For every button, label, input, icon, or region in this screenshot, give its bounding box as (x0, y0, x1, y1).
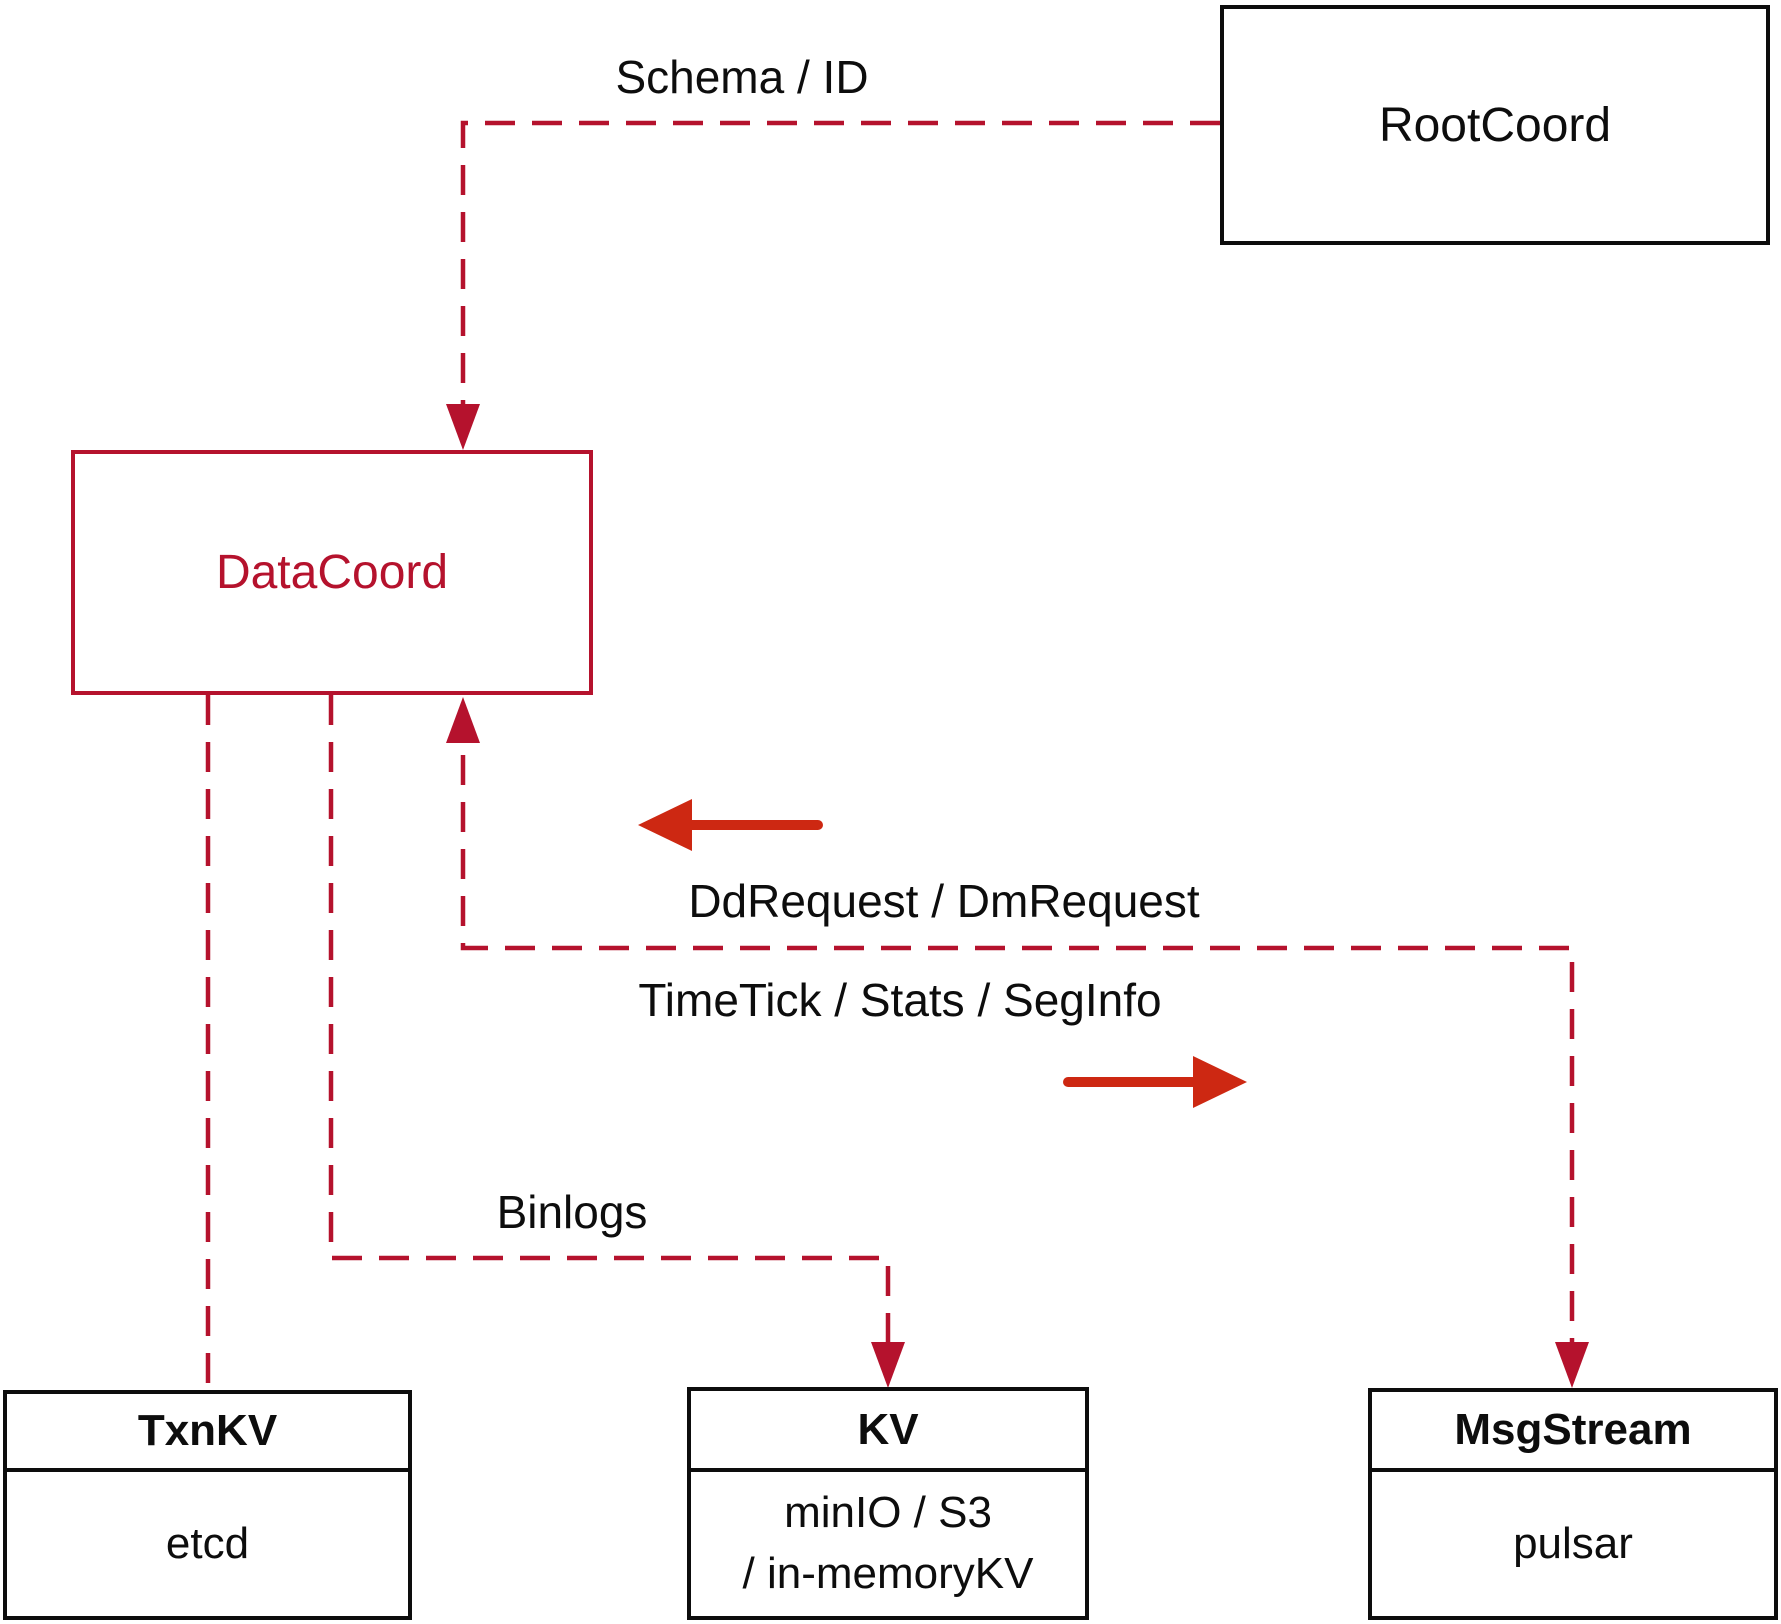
schema-id-edge-label: Schema / ID (615, 51, 869, 103)
arrowhead-into-msgstream-icon (1555, 1342, 1589, 1388)
timetick-stats-seginfo-edge-label: TimeTick / Stats / SegInfo (638, 974, 1162, 1026)
msgstream-title: MsgStream (1372, 1392, 1774, 1472)
binlogs-edge-label: Binlogs (496, 1186, 648, 1238)
msgstream-node: MsgStream pulsar (1368, 1388, 1778, 1620)
msgstream-body: pulsar (1513, 1518, 1633, 1568)
kv-title: KV (691, 1391, 1085, 1472)
txnkv-body: etcd (165, 1518, 250, 1568)
txnkv-node: TxnKV etcd (3, 1390, 412, 1620)
left-direction-arrow-icon (638, 799, 823, 851)
arrowhead-into-datacoord-top-icon (446, 404, 480, 450)
edge-datacoord-to-kv (328, 695, 891, 1380)
datacoord-label: DataCoord (215, 546, 449, 599)
datacoord-node: DataCoord (71, 450, 593, 695)
arrowhead-into-datacoord-bottom-icon (446, 697, 480, 743)
txnkv-title: TxnKV (7, 1394, 408, 1472)
rootcoord-label: RootCoord (1378, 98, 1612, 152)
kv-body-line1: minIO / S3 (784, 1488, 992, 1538)
kv-node: KV minIO / S3 / in-memoryKV (687, 1387, 1089, 1620)
kv-body-line2: / in-memoryKV (742, 1549, 1034, 1598)
edge-datacoord-to-msgstream (460, 708, 1575, 1380)
rootcoord-node: RootCoord (1220, 5, 1770, 245)
right-direction-arrow-icon (1063, 1056, 1247, 1108)
edge-rootcoord-to-datacoord (460, 120, 1220, 440)
arrowhead-into-kv-icon (871, 1342, 905, 1388)
ddrequest-dmrequest-edge-label: DdRequest / DmRequest (688, 875, 1200, 927)
